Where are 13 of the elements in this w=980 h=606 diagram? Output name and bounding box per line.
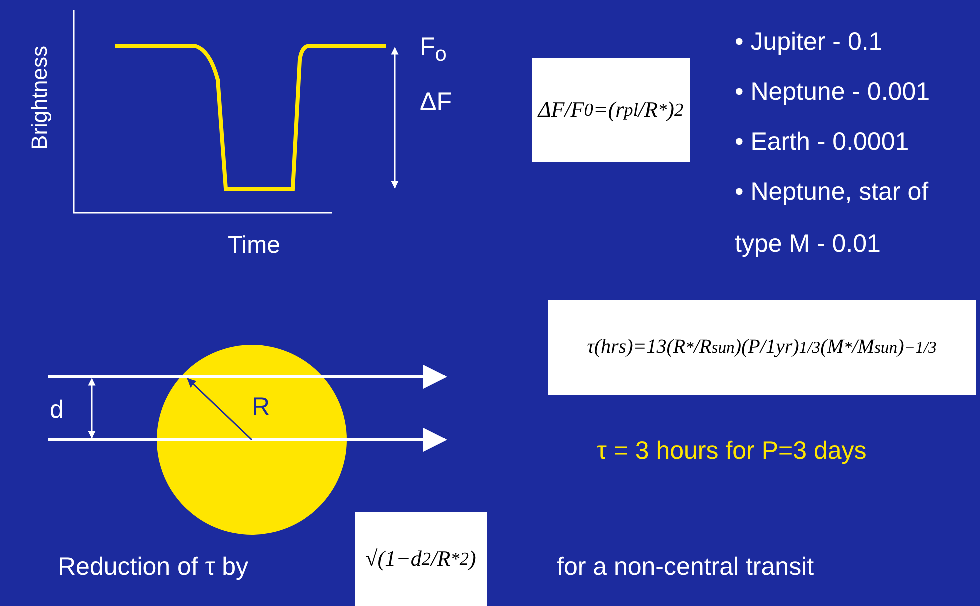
flux-label: F$_{o}$ xyxy=(420,33,447,67)
result-text: τ = 3 hours for P=3 days xyxy=(597,437,867,466)
radius-label: R xyxy=(252,393,270,422)
list-item: • Neptune - 0.001 xyxy=(735,78,930,107)
note-text: Reduction of τ by xyxy=(58,553,249,582)
list-item: • Earth - 0.0001 xyxy=(735,128,910,157)
list-item: • Neptune, star of type M - 0.01 xyxy=(735,177,930,260)
axis-label: Brightness xyxy=(26,46,53,150)
dimension-label: d xyxy=(50,396,64,425)
flux-change-label: ΔF xyxy=(420,88,452,117)
list-item: • Jupiter - 0.1 xyxy=(735,28,883,57)
axis-label: Time xyxy=(228,232,280,260)
note-text: for a non-central transit xyxy=(557,553,814,582)
